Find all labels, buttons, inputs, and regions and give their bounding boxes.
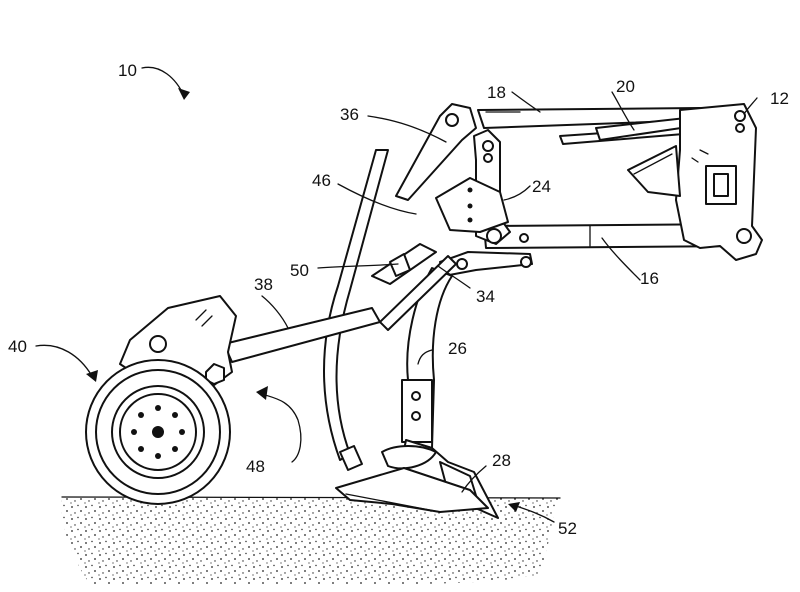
label-38: 38: [254, 275, 273, 294]
label-24: 24: [532, 177, 551, 196]
wheel-arm: [119, 243, 457, 389]
tube: [323, 149, 389, 471]
label-34: 34: [476, 287, 495, 306]
tillage-point: [335, 439, 499, 519]
label-16: 16: [640, 269, 659, 288]
label-52: 52: [558, 519, 577, 538]
label-10: 10: [118, 61, 137, 80]
label-46: 46: [312, 171, 331, 190]
hitch-plate: [627, 103, 763, 261]
leader-lines: [35, 66, 758, 523]
gauge-wheel: [85, 359, 231, 505]
label-20: 20: [616, 77, 635, 96]
label-12: 12: [770, 89, 789, 108]
mount-plate: [435, 177, 509, 233]
label-50: 50: [290, 261, 309, 280]
label-48: 48: [246, 457, 265, 476]
label-40: 40: [8, 337, 27, 356]
label-36: 36: [340, 105, 359, 124]
label-18: 18: [487, 83, 506, 102]
reference-numerals: 10 12 16 18 20 24 26 28 34 36 38 40 46 4…: [8, 61, 789, 538]
label-28: 28: [492, 451, 511, 470]
label-26: 26: [448, 339, 467, 358]
